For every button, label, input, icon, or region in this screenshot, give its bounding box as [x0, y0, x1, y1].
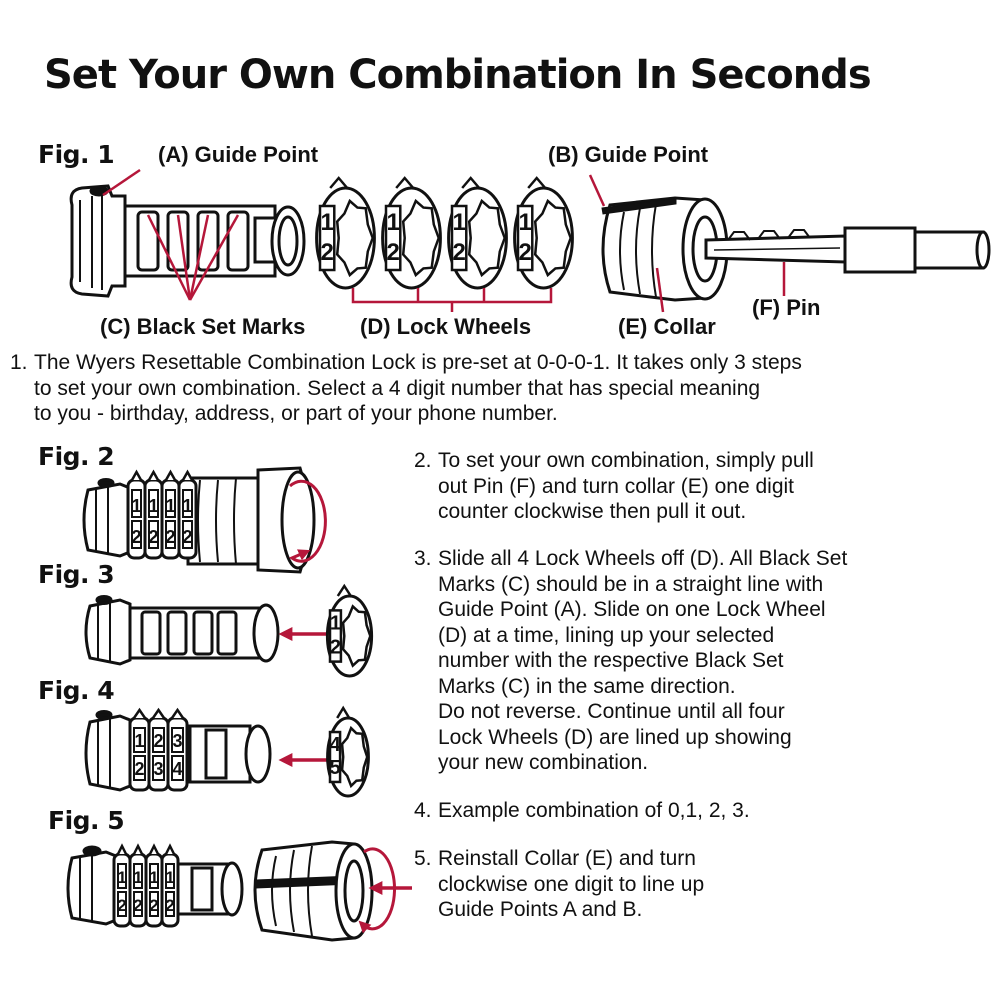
wheel-digit: 2 — [149, 896, 158, 915]
label-guide-point-a: (A) Guide Point — [158, 142, 319, 167]
fig-1-lock-body — [69, 184, 306, 298]
fig-3-lock-body — [84, 595, 280, 666]
fig-2-rotate-arrow — [288, 479, 327, 563]
wheel-digit: 1 — [452, 209, 465, 236]
step-4-number: 4. — [414, 799, 432, 822]
label-guide-point-b: (B) Guide Point — [548, 142, 709, 167]
label-collar: (E) Collar — [618, 314, 716, 339]
wheel-digit: 1 — [131, 496, 141, 516]
step-2-number: 2. — [414, 449, 432, 472]
mounted-lock-wheel: 12 — [128, 707, 151, 792]
wheel-digit: 1 — [330, 613, 341, 635]
fig-3-label: Fig. 3 — [38, 560, 115, 589]
wheel-digit: 2 — [518, 239, 531, 266]
step-1-number: 1. — [10, 351, 28, 374]
wheel-digit: 1 — [518, 209, 531, 236]
step-4-text: Example combination of 0,1, 2, 3. — [438, 799, 750, 822]
wheel-digit: 1 — [148, 496, 158, 516]
wheel-digit: 2 — [330, 637, 341, 659]
mounted-lock-wheel: 12 — [128, 843, 148, 928]
step-3-text: Slide all 4 Lock Wheels off (D). All Bla… — [438, 547, 848, 774]
fig-5-lock-body — [66, 845, 244, 926]
step-3-number: 3. — [414, 547, 432, 570]
mounted-lock-wheel: 12 — [126, 469, 147, 560]
lock-wheel: 12 — [447, 176, 508, 290]
label-pin: (F) Pin — [752, 295, 821, 320]
fig-2-label: Fig. 2 — [38, 442, 115, 471]
mounted-lock-wheel: 34 — [166, 707, 189, 792]
fig-1-label: Fig. 1 — [38, 140, 115, 169]
wheel-digit: 2 — [165, 527, 175, 547]
step-5-text: Reinstall Collar (E) and turn clockwise … — [438, 847, 705, 921]
mounted-lock-wheel: 12 — [143, 469, 164, 560]
wheel-digit: 1 — [320, 209, 333, 236]
wheel-digit: 2 — [117, 896, 126, 915]
wheel-digit: 5 — [329, 757, 340, 779]
step-5: 5. Reinstall Collar (E) and turn clockwi… — [414, 846, 974, 923]
fig-4-lock-body — [84, 710, 272, 792]
step-1-text: The Wyers Resettable Combination Lock is… — [34, 351, 802, 425]
fig-3-lock-wheel: 12 — [325, 583, 374, 678]
lock-wheel: 12 — [513, 176, 574, 290]
mounted-lock-wheel: 12 — [112, 843, 132, 928]
wheel-digit: 2 — [148, 527, 158, 547]
wheel-digit: 1 — [117, 868, 126, 887]
fig-4-label: Fig. 4 — [38, 676, 115, 705]
lock-wheel: 12 — [315, 176, 376, 290]
fig-2-assembled-lock — [82, 466, 316, 574]
wheel-digit: 2 — [133, 896, 142, 915]
mounted-lock-wheel: 12 — [177, 469, 198, 560]
wheel-digit: 1 — [134, 731, 144, 751]
fig-1-wheel-bracket — [351, 288, 553, 312]
mounted-lock-wheel: 23 — [147, 707, 170, 792]
wheel-digit: 1 — [165, 868, 174, 887]
wheel-digit: 1 — [386, 209, 399, 236]
label-black-set-marks: (C) Black Set Marks — [100, 314, 306, 339]
step-4: 4. Example combination of 0,1, 2, 3. — [414, 798, 974, 824]
wheel-digit: 1 — [133, 868, 142, 887]
wheel-digit: 2 — [153, 731, 163, 751]
fig-1-pin — [704, 226, 991, 274]
step-3: 3. Slide all 4 Lock Wheels off (D). All … — [414, 546, 974, 776]
step-2: 2. To set your own combination, simply p… — [414, 448, 974, 525]
wheel-digit: 2 — [131, 527, 141, 547]
fig-4-lock-wheel: 45 — [326, 705, 370, 798]
fig-5-label: Fig. 5 — [48, 806, 125, 835]
wheel-digit: 4 — [329, 734, 341, 756]
step-5-number: 5. — [414, 847, 432, 870]
label-lock-wheels: (D) Lock Wheels — [360, 314, 532, 339]
fig-1-set-mark-lines — [102, 168, 240, 301]
wheel-digit: 4 — [172, 759, 182, 779]
step-1: 1. The Wyers Resettable Combination Lock… — [10, 350, 970, 427]
lock-wheel: 45 — [326, 705, 370, 798]
wheel-digit: 2 — [165, 896, 174, 915]
wheel-digit: 2 — [134, 759, 144, 779]
wheel-digit: 2 — [386, 239, 399, 266]
wheel-digit: 2 — [452, 239, 465, 266]
wheel-digit: 3 — [153, 759, 163, 779]
wheel-digit: 2 — [320, 239, 333, 266]
wheel-digit: 1 — [182, 496, 192, 516]
page-title: Set Your Own Combination In Seconds — [44, 52, 872, 98]
mounted-lock-wheel: 12 — [144, 843, 164, 928]
wheel-digit: 1 — [149, 868, 158, 887]
lock-wheel: 12 — [381, 176, 442, 290]
fig-5-collar — [253, 840, 374, 942]
wheel-digit: 3 — [172, 731, 182, 751]
step-2-text: To set your own combination, simply pull… — [438, 449, 814, 523]
mounted-lock-wheel: 12 — [160, 843, 180, 928]
lock-wheel: 12 — [325, 583, 374, 678]
wheel-digit: 1 — [165, 496, 175, 516]
wheel-digit: 2 — [182, 527, 192, 547]
fig-5-rotate-arrow — [358, 847, 397, 934]
mounted-lock-wheel: 12 — [160, 469, 181, 560]
